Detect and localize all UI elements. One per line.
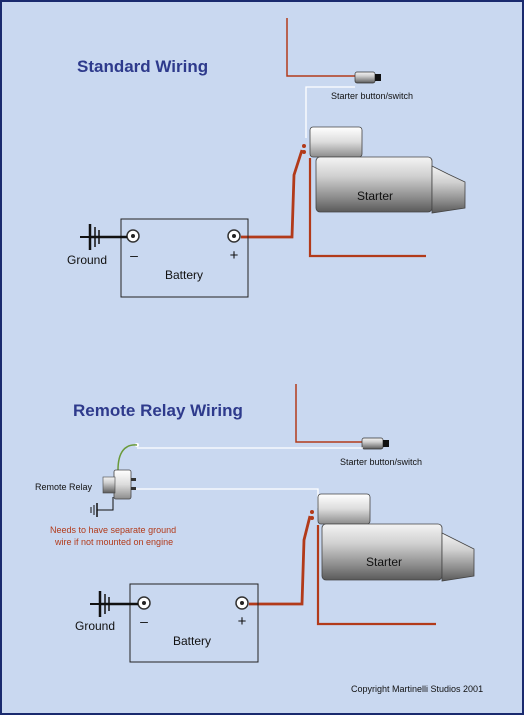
standard-title: Standard Wiring xyxy=(77,57,208,76)
relay-positive-terminal xyxy=(235,596,249,610)
starter-switch xyxy=(354,71,381,84)
remote-relay xyxy=(102,469,136,500)
relay-ground-symbol xyxy=(90,503,98,517)
relay-label: Remote Relay xyxy=(35,482,93,492)
standard-positive-terminal xyxy=(227,229,241,243)
standard-plus-sign: + xyxy=(230,247,239,264)
relay-starter-label: Starter xyxy=(366,555,402,569)
standard-battery-label: Battery xyxy=(165,268,203,282)
standard-negative-terminal xyxy=(126,229,140,243)
relay-ground-wire xyxy=(97,497,114,511)
relay-negative-terminal xyxy=(137,596,151,610)
standard-starter-ground-cable xyxy=(308,158,426,258)
standard-ground-label: Ground xyxy=(67,253,107,267)
standard-ground-symbol xyxy=(80,224,100,250)
relay-battery-label: Battery xyxy=(173,634,211,648)
standard-battery xyxy=(120,218,249,298)
relay-battery xyxy=(129,583,259,663)
switch-feed-wire xyxy=(286,18,356,77)
standard-starter xyxy=(302,126,466,214)
standard-switch-label: Starter button/switch xyxy=(331,91,413,101)
standard-positive-cable xyxy=(241,149,304,239)
relay-green-wire xyxy=(117,444,138,471)
relay-switch-feed-wire xyxy=(295,384,363,443)
standard-wiring-section: Standard Wiring Starter button/switch St… xyxy=(67,18,466,298)
relay-positive-cable xyxy=(249,515,312,606)
standard-minus-sign: – xyxy=(130,247,138,263)
standard-starter-label: Starter xyxy=(357,189,393,203)
relay-minus-sign: – xyxy=(140,613,148,629)
copyright: Copyright Martinelli Studios 2001 xyxy=(351,684,483,694)
relay-starter xyxy=(310,493,475,582)
relay-wiring-section: Remote Relay Wiring Starter button/switc… xyxy=(35,384,475,663)
relay-note-line1: Needs to have separate ground xyxy=(50,525,176,535)
relay-note-line2: wire if not mounted on engine xyxy=(54,537,173,547)
relay-battery-ground-symbol xyxy=(90,591,110,617)
relay-plus-sign: + xyxy=(238,613,247,630)
relay-title: Remote Relay Wiring xyxy=(73,401,243,420)
relay-starter-switch xyxy=(361,437,389,450)
relay-starter-ground-cable xyxy=(316,525,436,626)
relay-ground-label: Ground xyxy=(75,619,115,633)
relay-switch-label: Starter button/switch xyxy=(340,457,422,467)
standard-signal-wire xyxy=(305,86,355,138)
